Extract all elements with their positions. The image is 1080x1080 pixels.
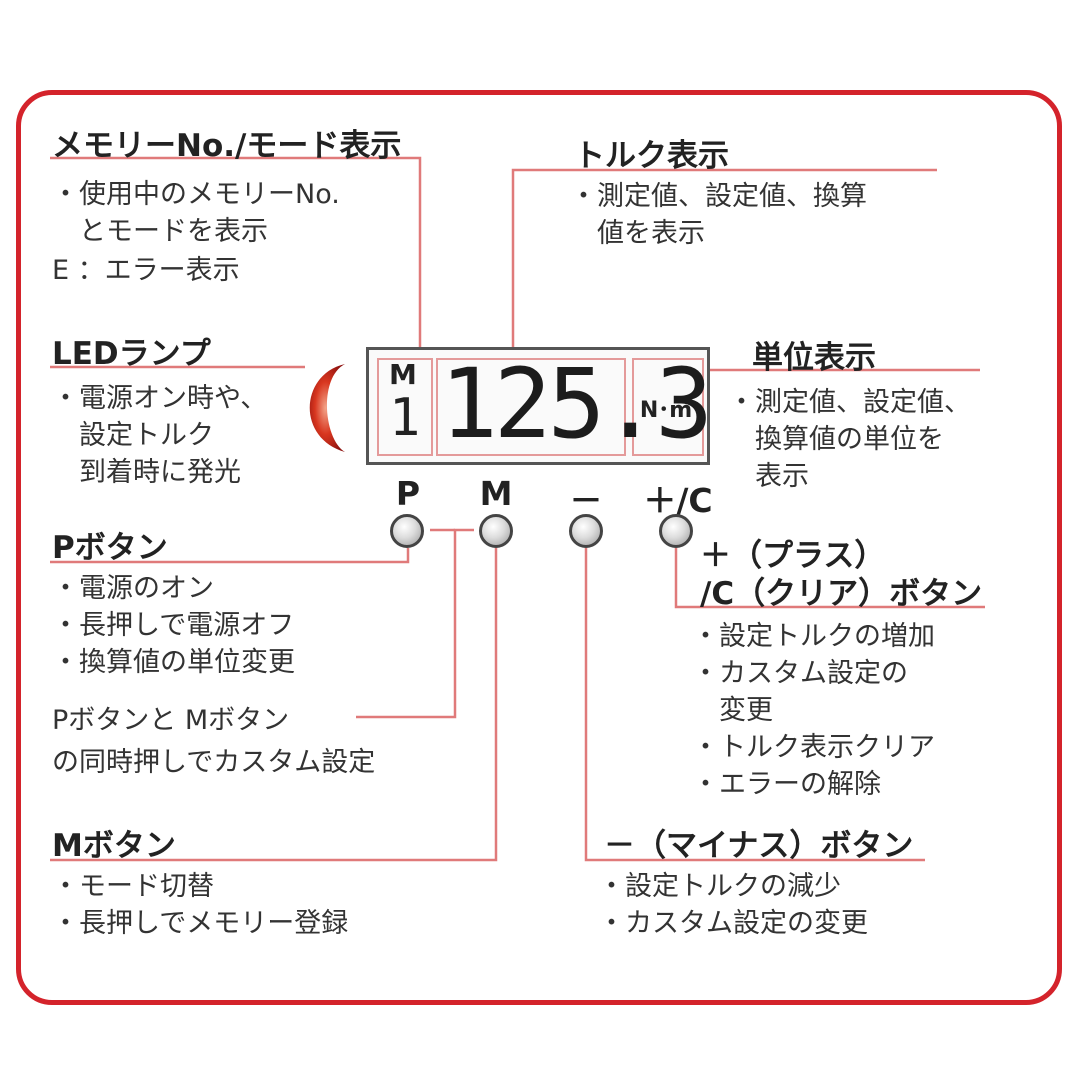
led-heading: LEDランプ: [52, 336, 211, 372]
list-item: 換算値の単位を: [755, 424, 944, 455]
list-item: 使用中のメモリーNo.: [52, 176, 340, 213]
leader-line-torque: [511, 168, 937, 356]
plus-button-heading-1: ＋（プラス）: [700, 538, 886, 574]
memory-letter: M: [389, 358, 417, 391]
list-item: 長押しでメモリー登録: [52, 905, 348, 942]
list-item: とモードを表示: [79, 216, 268, 247]
torque-heading: トルク表示: [574, 138, 729, 174]
leader-line-p: [50, 548, 410, 564]
plus-button-label: ＋/C: [643, 481, 713, 520]
list-item: 設定トルクの増加: [692, 618, 935, 655]
torque-segment: [436, 358, 626, 456]
list-item: 測定値、設定値、換算: [570, 178, 867, 215]
p-button-heading: Pボタン: [52, 530, 168, 566]
m-button-heading: Mボタン: [52, 828, 176, 864]
minus-button-heading: －（マイナス）ボタン: [604, 828, 914, 864]
memory-mode-segment: [377, 358, 433, 456]
unit-segment: [632, 358, 704, 456]
leader-line-m: [50, 548, 498, 862]
minus-button-desc: 設定トルクの減少 カスタム設定の変更: [598, 868, 868, 942]
list-item: 長押しで電源オフ: [52, 607, 295, 644]
p-button-desc: 電源のオン 長押しで電源オフ 換算値の単位変更: [52, 570, 295, 681]
list-item: 変更: [719, 695, 773, 726]
unit-value: N･m: [639, 398, 693, 423]
minus-button[interactable]: [569, 514, 603, 548]
unit-desc: 測定値、設定値、 換算値の単位を 表示: [728, 384, 971, 495]
memory-mode-desc: 使用中のメモリーNo. とモードを表示: [52, 176, 340, 250]
plus-button-heading-2: /C（クリア）ボタン: [700, 576, 983, 612]
list-item: エラーの解除: [692, 766, 935, 803]
plus-button-desc: 設定トルクの増加 カスタム設定の 変更 トルク表示クリア エラーの解除: [692, 618, 935, 803]
pm-note-line-1: Pボタンと Mボタン: [52, 705, 290, 736]
unit-heading: 単位表示: [752, 340, 876, 376]
list-item: 電源のオン: [52, 570, 295, 607]
p-button[interactable]: [390, 514, 424, 548]
pm-note-line-2: の同時押しでカスタム設定: [52, 747, 376, 778]
m-button[interactable]: [479, 514, 513, 548]
list-item: 値を表示: [597, 218, 705, 249]
m-button-label: M: [479, 474, 513, 513]
leader-line-plus: [674, 548, 985, 609]
memory-mode-heading: メモリーNo./モード表示: [52, 128, 402, 164]
list-item: 設定トルクの減少: [598, 868, 868, 905]
lcd-display: M 1: [366, 347, 710, 465]
led-desc: 電源オン時や、 設定トルク 到着時に発光: [52, 380, 267, 491]
list-item: 設定トルク: [79, 420, 214, 451]
list-item: 到着時に発光: [79, 457, 241, 488]
leader-line-pm: [356, 528, 474, 719]
led-lamp-icon: [309, 364, 345, 452]
list-item: カスタム設定の: [692, 655, 935, 692]
list-item: カスタム設定の変更: [598, 905, 868, 942]
list-item: 換算値の単位変更: [52, 644, 295, 681]
p-button-label: P: [395, 474, 421, 513]
leader-line-memory: [50, 156, 422, 356]
plus-clear-button[interactable]: [659, 514, 693, 548]
m-button-desc: モード切替 長押しでメモリー登録: [52, 868, 348, 942]
torque-desc: 測定値、設定値、換算 値を表示: [570, 178, 867, 252]
diagram-frame: [16, 90, 1062, 1005]
torque-value: 125.3: [440, 348, 713, 460]
list-item: 測定値、設定値、: [728, 384, 971, 421]
minus-button-label: －: [569, 481, 603, 520]
list-item: 表示: [755, 461, 809, 492]
list-item: モード切替: [52, 868, 348, 905]
memory-number: 1: [389, 388, 421, 448]
list-item: トルク表示クリア: [692, 729, 935, 766]
leader-line-minus: [584, 548, 925, 862]
list-item: 電源オン時や、: [52, 380, 267, 417]
error-line: E ：エラー表示: [52, 255, 240, 286]
